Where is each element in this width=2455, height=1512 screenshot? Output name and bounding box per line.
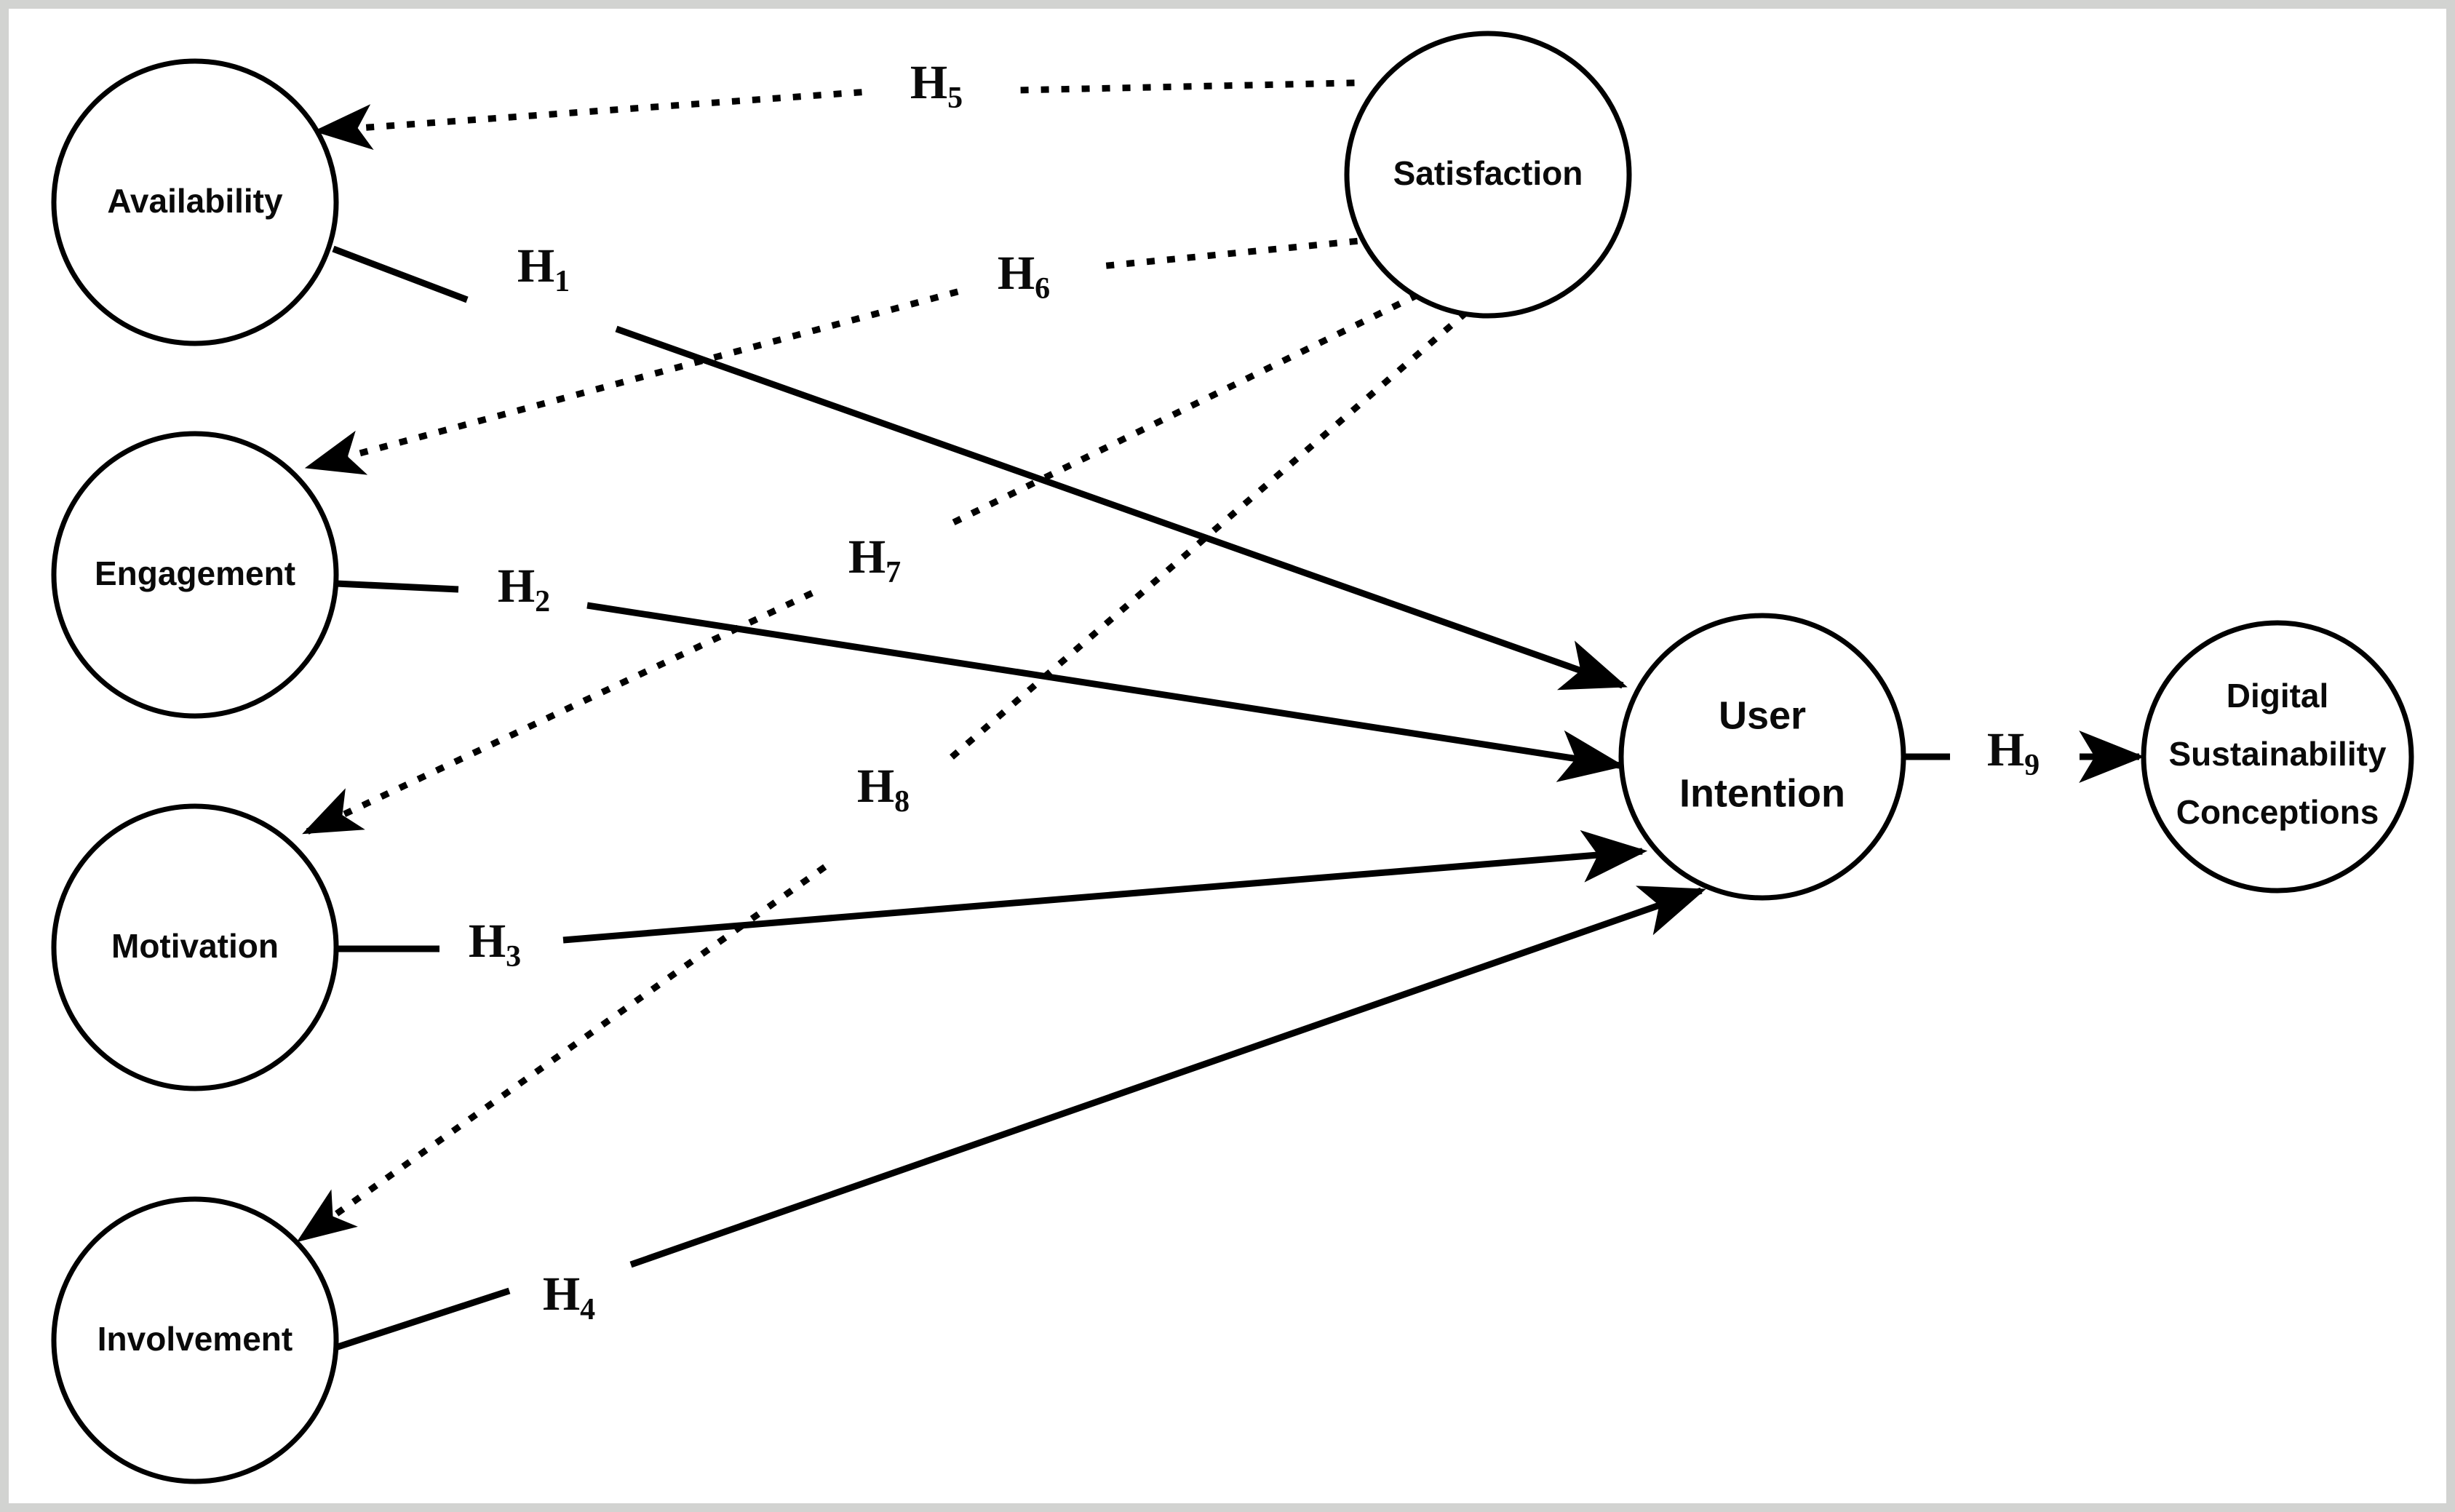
edge-h7-left: [301, 590, 813, 837]
user-intention-label-line1: User: [1719, 693, 1806, 737]
hypothesis-label-h7: H7: [848, 530, 901, 589]
user-intention-circle[interactable]: [1618, 613, 1906, 901]
digital-sustainability-circle[interactable]: [2141, 620, 2414, 894]
node-satisfaction[interactable]: Satisfaction: [1344, 31, 1632, 319]
hypotheses-diagram: Availability Engagement Motivation Invol…: [51, 31, 2414, 1484]
node-availability[interactable]: Availability: [51, 58, 339, 346]
edge-group-solid: [323, 245, 2145, 1355]
edge-h3-main: [562, 829, 1648, 944]
diagram-canvas: Availability Engagement Motivation Invol…: [9, 9, 2446, 1503]
hypothesis-label-h3: H3: [469, 915, 521, 974]
edge-group-dotted: [295, 79, 1469, 1245]
digital-sustainability-label-line3: Conceptions: [2176, 793, 2379, 831]
hypothesis-label-h2: H2: [498, 560, 550, 618]
hypothesis-label-h5: H5: [910, 56, 963, 115]
digital-sustainability-label-line2: Sustainability: [2168, 735, 2386, 773]
engagement-label: Engagement: [95, 554, 295, 592]
motivation-circle[interactable]: [51, 803, 339, 1091]
availability-label: Availability: [107, 182, 283, 220]
edge-h1-stub: [332, 245, 469, 303]
hypothesis-label-h1: H1: [517, 239, 570, 298]
edge-h8-left: [295, 864, 827, 1245]
availability-circle[interactable]: [51, 58, 339, 346]
digital-sustainability-label-line1: Digital: [2227, 677, 2329, 715]
involvement-label: Involvement: [98, 1320, 293, 1358]
node-user-intention[interactable]: User Intention: [1618, 613, 1906, 901]
motivation-label: Motivation: [111, 927, 279, 965]
satisfaction-circle[interactable]: [1344, 31, 1632, 319]
edge-h7-right: [935, 291, 1420, 534]
edge-h5-right: [1013, 79, 1355, 94]
node-motivation[interactable]: Motivation: [51, 803, 339, 1091]
engagement-circle[interactable]: [51, 431, 339, 719]
edge-h2-main: [586, 602, 1626, 782]
edge-h4-stub: [323, 1287, 511, 1355]
satisfaction-label: Satisfaction: [1393, 154, 1583, 192]
edge-h5-left: [313, 89, 862, 151]
node-digital-sustainability[interactable]: Digital Sustainability Conceptions: [2141, 620, 2414, 894]
edge-h1-main: [615, 325, 1628, 691]
involvement-circle[interactable]: [51, 1196, 339, 1484]
hypothesis-labels: H1 H2 H3 H4 H5 H6 H7: [469, 56, 2040, 1326]
user-intention-label-line2: Intention: [1679, 771, 1845, 815]
hypothesis-label-h6: H6: [998, 247, 1050, 306]
node-involvement[interactable]: Involvement: [51, 1196, 339, 1484]
edge-h6-right: [1089, 236, 1378, 271]
hypothesis-label-h8: H8: [857, 760, 910, 819]
node-engagement[interactable]: Engagement: [51, 431, 339, 719]
hypothesis-label-h4: H4: [543, 1268, 595, 1326]
edge-h2-stub: [335, 580, 459, 593]
edge-h8-right: [939, 309, 1469, 769]
edge-h6-left: [304, 288, 959, 475]
hypothesis-label-h9: H9: [1987, 723, 2040, 782]
edge-h4-main: [629, 886, 1706, 1268]
